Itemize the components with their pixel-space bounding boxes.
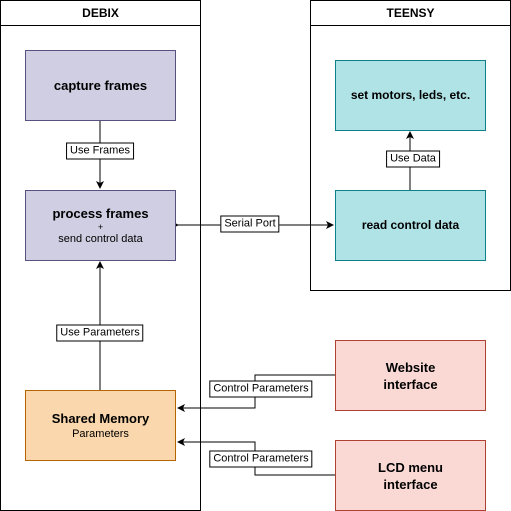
website-interface-label: interface bbox=[383, 376, 438, 392]
capture-frames-label: capture frames bbox=[53, 78, 148, 93]
teensy-title: TEENSY bbox=[311, 1, 510, 26]
shared-memory-label: Shared Memory bbox=[51, 411, 150, 426]
read-control-data-label: read control data bbox=[361, 218, 460, 232]
shared-memory-node: Shared Memory Parameters bbox=[25, 390, 176, 461]
process-frames-label: process frames bbox=[52, 206, 149, 221]
lcd-menu-label: LCD menu bbox=[378, 459, 443, 475]
lcd-menu-interface-node: LCD menu interface bbox=[335, 440, 486, 511]
read-control-data-node: read control data bbox=[335, 190, 486, 261]
website-interface-node: Website interface bbox=[335, 340, 486, 411]
lcd-interface-label: interface bbox=[383, 476, 438, 492]
set-motors-label: set motors, leds, etc. bbox=[350, 88, 471, 102]
send-control-data-label: send control data bbox=[58, 233, 143, 245]
use-data-label: Use Data bbox=[386, 150, 440, 168]
website-label: Website bbox=[385, 359, 436, 375]
control-parameters-label-2: Control Parameters bbox=[209, 450, 313, 468]
capture-frames-node: capture frames bbox=[25, 50, 176, 121]
debix-title: DEBIX bbox=[1, 1, 200, 26]
use-frames-label: Use Frames bbox=[66, 142, 134, 160]
process-frames-node: process frames + send control data bbox=[25, 190, 176, 261]
serial-port-label: Serial Port bbox=[220, 215, 280, 233]
set-motors-node: set motors, leds, etc. bbox=[335, 60, 486, 131]
control-parameters-label-1: Control Parameters bbox=[209, 380, 313, 398]
use-parameters-label: Use Parameters bbox=[56, 324, 144, 342]
process-plus-label: + bbox=[97, 222, 104, 232]
parameters-label: Parameters bbox=[72, 428, 129, 440]
